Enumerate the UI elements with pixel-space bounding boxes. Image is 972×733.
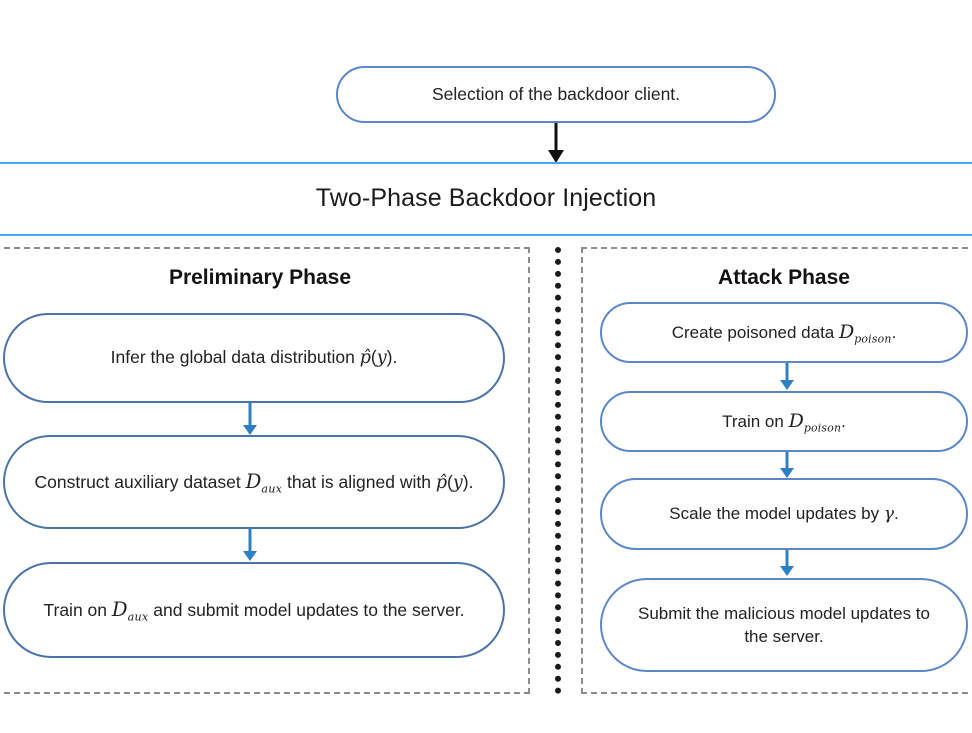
arrow-selection-to-band	[548, 123, 564, 163]
arrow-create-to-train	[779, 363, 795, 390]
arrow-shaft	[554, 123, 558, 154]
arrow-infer-to-construct	[242, 403, 258, 435]
phase-divider	[555, 247, 561, 694]
node-scale-model-updates: Scale the model updates by γ.	[600, 478, 968, 550]
node-selection-label: Selection of the backdoor client.	[431, 84, 681, 105]
node-infer-distribution-label: Infer the global data distribution p̂(y)…	[110, 347, 398, 369]
phase-title-attack: Attack Phase	[718, 266, 850, 289]
panel-preliminary-phase	[0, 247, 530, 694]
arrow-train-to-scale	[779, 452, 795, 478]
arrow-shaft	[785, 363, 789, 381]
arrow-shaft	[785, 452, 789, 469]
node-train-on-poison: Train on Dpoison.	[600, 391, 968, 452]
node-construct-auxiliary-dataset: Construct auxiliary dataset Daux that is…	[3, 435, 505, 529]
node-scale-model-updates-label: Scale the model updates by γ.	[669, 503, 899, 524]
node-submit-malicious-updates: Submit the malicious model updates to th…	[600, 578, 968, 672]
arrow-shaft	[785, 550, 789, 567]
node-selection-of-backdoor-client: Selection of the backdoor client.	[336, 66, 776, 123]
node-infer-distribution: Infer the global data distribution p̂(y)…	[3, 313, 505, 403]
arrow-head	[243, 551, 257, 561]
band-rule-bottom	[0, 234, 972, 236]
arrow-head	[780, 468, 794, 478]
arrow-scale-to-submit	[779, 550, 795, 576]
arrow-shaft	[248, 403, 252, 426]
node-create-poisoned-data: Create poisoned data Dpoison.	[600, 302, 968, 363]
arrow-head	[243, 425, 257, 435]
arrow-shaft	[248, 529, 252, 552]
band-rule-top	[0, 162, 972, 164]
node-submit-malicious-updates-label: Submit the malicious model updates to th…	[638, 603, 930, 646]
node-train-on-poison-label: Train on Dpoison.	[722, 409, 846, 435]
arrow-construct-to-train	[242, 529, 258, 561]
phase-title-preliminary: Preliminary Phase	[168, 266, 352, 289]
node-train-aux-submit-updates: Train on Daux and submit model updates t…	[3, 562, 505, 658]
arrow-head	[780, 380, 794, 390]
panel-attack-phase	[581, 247, 972, 694]
arrow-head	[780, 566, 794, 576]
arrow-head	[548, 150, 564, 163]
node-create-poisoned-data-label: Create poisoned data Dpoison.	[671, 320, 897, 346]
node-construct-auxiliary-dataset-label: Construct auxiliary dataset Daux that is…	[34, 469, 474, 496]
band-title: Two-Phase Backdoor Injection	[315, 184, 657, 212]
node-train-aux-submit-updates-label: Train on Daux and submit model updates t…	[43, 597, 465, 624]
